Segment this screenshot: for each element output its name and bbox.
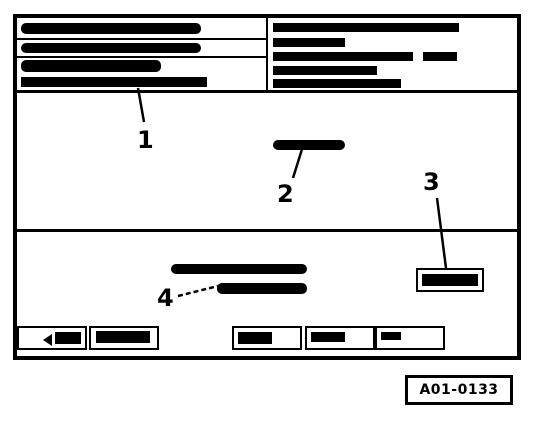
leader-line-1 — [136, 87, 146, 123]
callout-4: 4 — [157, 284, 174, 312]
header-right-line-5 — [273, 79, 401, 88]
header-left-line-1 — [21, 23, 201, 34]
header-right-line-3b — [423, 52, 457, 61]
softkey-back[interactable] — [17, 326, 87, 350]
callout-1: 1 — [137, 126, 154, 154]
header-divider-vertical — [266, 18, 268, 92]
input-field[interactable] — [416, 268, 484, 292]
lower-area-rule — [17, 229, 517, 232]
softkey-5-label — [381, 332, 401, 340]
header-left-line-2 — [21, 43, 201, 53]
left-arrow-icon — [43, 334, 52, 346]
header-right-line-3a — [273, 52, 413, 61]
softkey-2[interactable] — [89, 326, 159, 350]
softkey-4[interactable] — [305, 326, 375, 350]
leader-line-3 — [435, 197, 448, 269]
status-line-1 — [171, 264, 307, 274]
callout-3: 3 — [423, 168, 440, 196]
softkey-back-fill — [55, 332, 81, 344]
header-bottom-rule — [17, 90, 517, 93]
figure-code: A01-0133 — [405, 375, 513, 405]
leader-line-4 — [177, 284, 219, 298]
callout-2: 2 — [277, 180, 294, 208]
display-screen — [13, 14, 521, 360]
header-right-line-1 — [273, 23, 459, 32]
softkey-2-label — [96, 331, 150, 343]
header-left-rule-2 — [17, 56, 266, 58]
header-right-line-2 — [273, 38, 345, 47]
softkey-3[interactable] — [232, 326, 302, 350]
header-left-rule-1 — [17, 38, 266, 40]
leader-line-2 — [291, 145, 305, 179]
header-left-line-4 — [21, 77, 207, 87]
message-line — [273, 140, 345, 150]
input-field-value — [422, 274, 478, 286]
softkey-4-label — [311, 332, 345, 342]
header-left-line-3 — [21, 60, 161, 72]
softkey-5[interactable] — [375, 326, 445, 350]
status-line-2 — [217, 283, 307, 294]
header-right-line-4 — [273, 66, 377, 75]
softkey-3-label — [238, 332, 272, 344]
